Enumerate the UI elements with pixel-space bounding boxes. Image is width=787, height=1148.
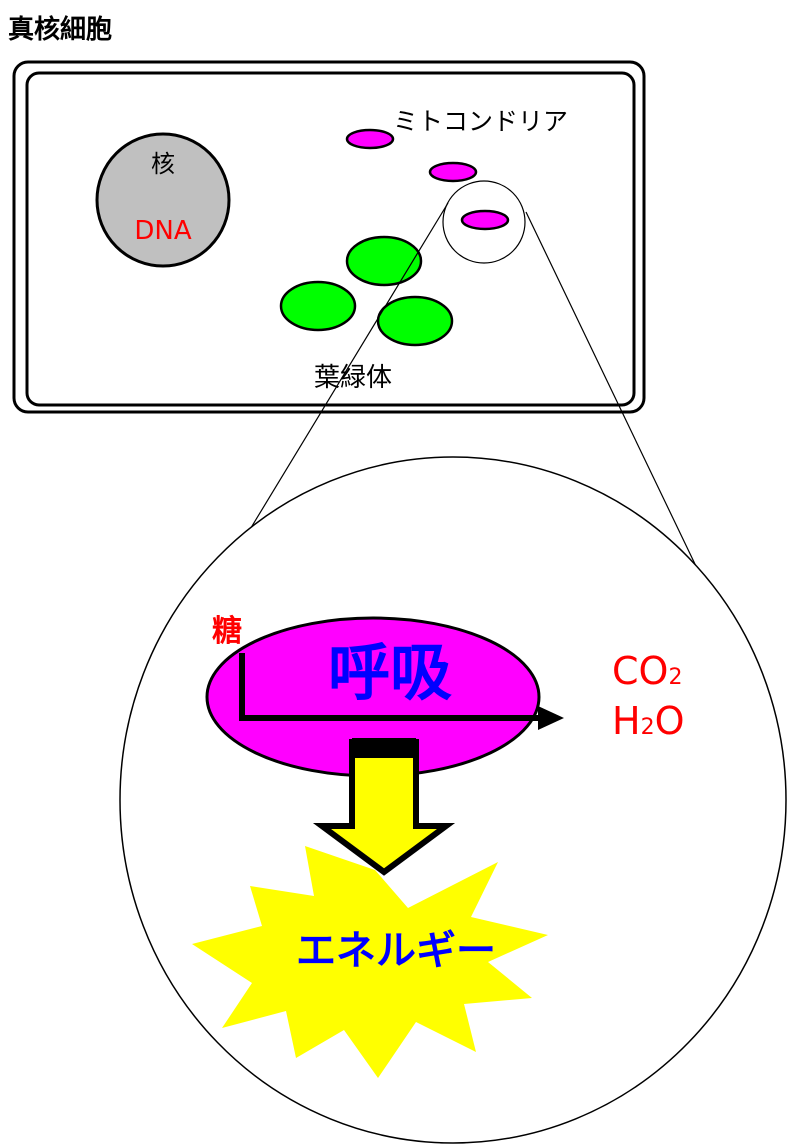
- nucleus-label: 核: [151, 150, 175, 178]
- respiration-label: 呼吸: [328, 636, 452, 709]
- energy-label: エネルギー: [296, 928, 496, 974]
- chloroplast: [279, 280, 357, 332]
- mitochondrion: [345, 128, 395, 150]
- zoom-line-right: [525, 211, 719, 613]
- arrow-head-icon: [538, 706, 564, 730]
- mitochondrion: [428, 161, 478, 183]
- chloroplast-label: 葉緑体: [314, 363, 392, 393]
- respiration-path-arrow: [239, 653, 540, 721]
- energy-burst-icon: [192, 846, 548, 1078]
- magnifier-circle: [442, 180, 526, 264]
- down-arrow-cap: [352, 738, 416, 758]
- mitochondrion: [460, 209, 510, 231]
- sugar-label: 糖: [212, 614, 242, 649]
- mitochondria-label: ミトコンドリア: [393, 107, 568, 136]
- chloroplast: [376, 295, 454, 347]
- co2-label: CO2: [612, 649, 682, 693]
- dna-label: DNA: [134, 216, 191, 246]
- chloroplast: [345, 235, 423, 287]
- cell-membrane: [25, 71, 636, 407]
- diagram-title: 真核細胞: [8, 14, 112, 45]
- nucleus: [95, 132, 231, 268]
- cell-outer-wall: [12, 60, 646, 414]
- h2o-label: H2O: [612, 699, 685, 743]
